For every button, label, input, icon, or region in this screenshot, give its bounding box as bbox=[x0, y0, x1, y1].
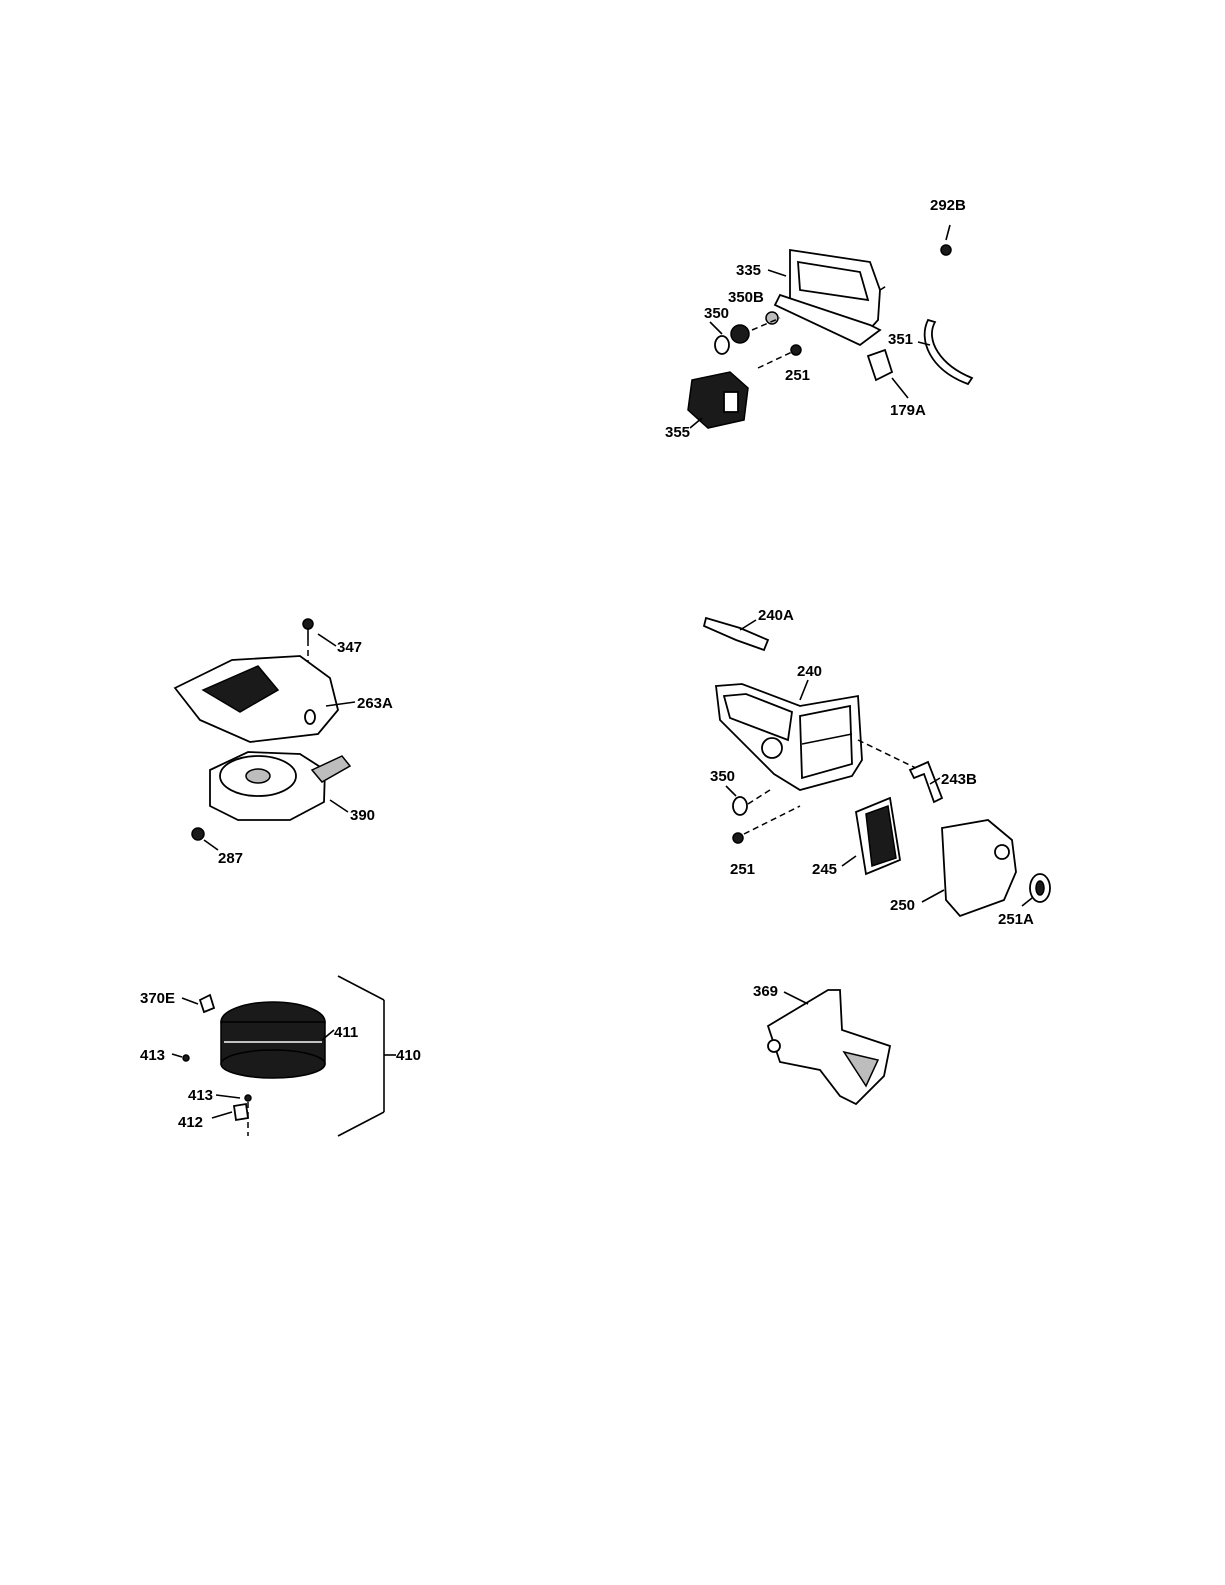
label-390: 390 bbox=[350, 807, 375, 824]
group-air-cleaner-top: 292B 335 350B 350 251 351 17 bbox=[665, 197, 972, 441]
label-350a: 350 bbox=[704, 305, 729, 322]
part-292B-nut bbox=[941, 225, 951, 255]
label-251b: 251 bbox=[730, 861, 755, 878]
group-screen: 370E 411 413 410 413 412 bbox=[140, 976, 421, 1136]
part-335-base bbox=[775, 250, 888, 345]
label-251A: 251A bbox=[998, 911, 1034, 928]
part-287-screw bbox=[192, 828, 204, 840]
label-263A: 263A bbox=[357, 695, 393, 712]
leader-335 bbox=[768, 270, 786, 276]
label-410: 410 bbox=[396, 1047, 421, 1064]
part-355-filter bbox=[688, 372, 748, 428]
label-355: 355 bbox=[665, 424, 690, 441]
label-251a: 251 bbox=[785, 367, 810, 384]
part-240-base bbox=[716, 684, 862, 790]
leader-287 bbox=[204, 840, 218, 850]
part-413-screw-b bbox=[245, 1095, 251, 1101]
part-369-bracket bbox=[768, 990, 890, 1104]
part-243B-rod bbox=[910, 762, 942, 802]
dash-350b bbox=[748, 790, 770, 804]
leader-355 bbox=[690, 418, 702, 428]
part-250-cover bbox=[942, 820, 1016, 916]
part-251-nut-b bbox=[733, 833, 743, 843]
leader-370E bbox=[182, 998, 198, 1004]
label-351: 351 bbox=[888, 331, 913, 348]
part-251-nut bbox=[791, 345, 801, 355]
leader-412 bbox=[212, 1112, 232, 1118]
label-250: 250 bbox=[890, 897, 915, 914]
part-351-hose bbox=[925, 320, 972, 384]
label-243B: 243B bbox=[941, 771, 977, 788]
part-390-housing bbox=[210, 752, 350, 820]
leader-390 bbox=[330, 800, 348, 812]
part-413-screw-a bbox=[183, 1055, 189, 1061]
part-411-screen bbox=[221, 1002, 325, 1078]
leader-251A bbox=[1022, 898, 1032, 906]
leader-240 bbox=[800, 680, 808, 700]
label-369: 369 bbox=[753, 983, 778, 1000]
part-370E-decal bbox=[200, 995, 214, 1012]
label-292B: 292B bbox=[930, 197, 966, 214]
part-350-grommet bbox=[715, 325, 749, 354]
label-179A: 179A bbox=[890, 402, 926, 419]
label-240A: 240A bbox=[758, 607, 794, 624]
part-245-filter bbox=[856, 798, 900, 874]
dash-251b bbox=[744, 806, 800, 834]
group-blower-housing: 347 263A 390 287 bbox=[175, 619, 393, 867]
group-369: 369 bbox=[753, 983, 890, 1104]
part-412-clip bbox=[234, 1104, 248, 1120]
label-335: 335 bbox=[736, 262, 761, 279]
label-240: 240 bbox=[797, 663, 822, 680]
label-350b: 350 bbox=[710, 768, 735, 785]
leader-179A bbox=[892, 378, 908, 398]
label-347: 347 bbox=[337, 639, 362, 656]
leader-413b bbox=[216, 1095, 240, 1098]
label-370E: 370E bbox=[140, 990, 175, 1007]
label-411: 411 bbox=[334, 1024, 358, 1041]
label-287: 287 bbox=[218, 850, 243, 867]
group-air-cleaner-base: 240A 240 243B 350 251 245 bbox=[704, 607, 1050, 928]
leader-245 bbox=[842, 856, 856, 866]
label-413b: 413 bbox=[188, 1087, 213, 1104]
leader-240A bbox=[740, 620, 756, 630]
part-251A-knob bbox=[1030, 874, 1050, 902]
leader-350b bbox=[726, 786, 736, 796]
leader-347 bbox=[318, 634, 336, 646]
bracket-410 bbox=[338, 976, 396, 1136]
leader-413a bbox=[172, 1054, 182, 1057]
label-413a: 413 bbox=[140, 1047, 165, 1064]
label-412: 412 bbox=[178, 1114, 203, 1131]
part-350-grommet-b bbox=[733, 797, 747, 815]
dash-243 bbox=[858, 740, 920, 770]
part-263A-cover bbox=[175, 656, 338, 742]
leader-250 bbox=[922, 890, 944, 902]
part-179A bbox=[868, 350, 892, 380]
label-245: 245 bbox=[812, 861, 837, 878]
leader-350a bbox=[710, 322, 722, 334]
label-350B: 350B bbox=[728, 289, 764, 306]
leader-369 bbox=[784, 992, 808, 1004]
dash-251a bbox=[758, 352, 792, 368]
